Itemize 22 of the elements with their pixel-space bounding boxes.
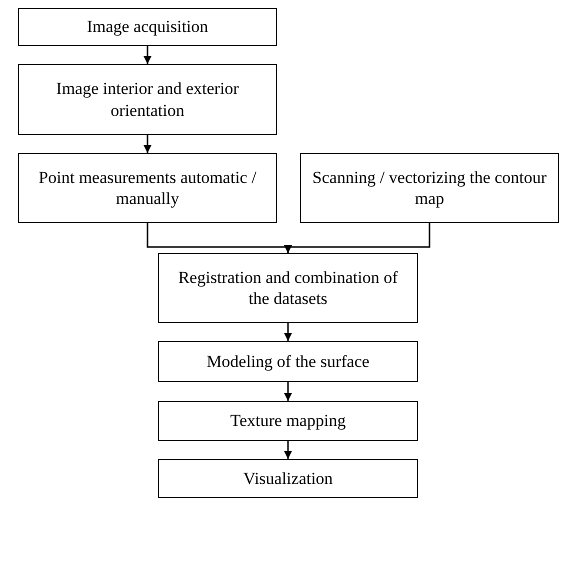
process-box (18, 153, 277, 223)
arrow (284, 223, 430, 253)
box-label: Registration and combination of the datasets (177, 266, 399, 310)
process-box (158, 459, 418, 498)
box-label: Image acquisition (86, 16, 208, 38)
arrow (284, 323, 292, 341)
process-box (300, 153, 559, 223)
box-label: Scanning / vectorizing the contour map (311, 166, 548, 210)
box-label: Point measurements automatic / manually (38, 166, 258, 210)
arrow (284, 441, 292, 459)
process-box (158, 341, 418, 382)
arrow (284, 382, 292, 401)
box-label: Texture mapping (230, 410, 346, 432)
box-label: Modeling of the surface (206, 350, 370, 372)
arrow (144, 46, 152, 64)
process-box (158, 253, 418, 323)
arrow (144, 135, 152, 153)
process-box (158, 401, 418, 441)
process-box (18, 64, 277, 135)
process-box (18, 8, 277, 46)
box-label: Visualization (243, 468, 333, 490)
box-label: Image interior and exterior orientation (55, 78, 240, 121)
